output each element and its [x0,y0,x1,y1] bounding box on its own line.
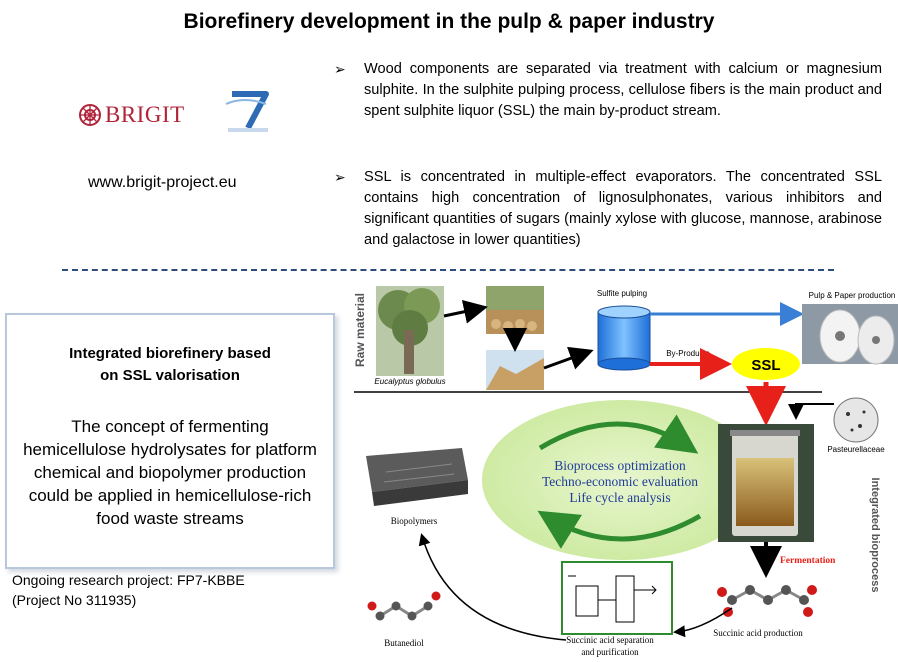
bullet-item: ➢ SSL is concentrated in multiple-effect… [334,167,882,251]
eucalyptus-label: Eucalyptus globulus [374,377,445,386]
sulfite-pulping-label: Sulfite pulping [597,289,647,298]
bullet-text: SSL is concentrated in multiple-effect e… [364,169,882,248]
wood-chips-image [486,350,544,390]
butanediol-label: Butanediol [384,638,424,648]
arrow-bullet-icon: ➢ [334,61,346,77]
oval-activities: Bioprocess optimization Techno-economic … [520,458,720,506]
logs-image [486,286,544,334]
concept-text-line: food waste streams [96,509,244,528]
bullet-item: ➢ Wood components are separated via trea… [334,59,882,122]
succinic-acid-molecule-icon [717,585,817,617]
page-title: Biorefinery development in the pulp & pa… [183,10,715,33]
concept-box: Integrated biorefinery based on SSL valo… [5,313,335,569]
concept-title-line: Integrated biorefinery based [69,345,271,362]
separation-flowchart-icon [568,575,657,623]
project-info-line: (Project No 311935) [12,592,137,608]
concept-text-line: hemicellulose hydrolysates for platform [23,440,317,459]
fp7-logo-icon [225,91,269,132]
pulping-reactor-icon [597,305,651,371]
bullet-text: Wood components are separated via treatm… [364,61,882,119]
microscope-image [833,397,879,443]
dashed-divider [62,269,834,271]
pasteurellaceae-label: Pasteurellaceae [827,445,885,454]
cycle-arrow-bottom [537,510,702,549]
separation-process-box [561,561,673,635]
arrow-chips-to-pulping [543,346,594,370]
arrow-to-separation [673,607,733,638]
concept-title-line: on SSL valorisation [100,367,240,384]
concept-description: The concept of fermenting hemicellulose … [7,415,333,530]
arrow-tree-to-logs [443,299,488,324]
project-info: Ongoing research project: FP7-KBBE (Proj… [12,570,245,610]
cycle-arrow-top [538,414,699,454]
arrow-to-biopolymers [418,533,567,641]
oval-text-line: Techno-economic evaluation [541,474,699,489]
biopolymer-panel-image [366,448,468,506]
bioreactor-image [718,424,814,542]
concept-text-line: could be applied in hemicellulose-rich [28,486,312,505]
pulp-paper-label: Pulp & Paper production [809,291,896,300]
butanediol-molecule-icon [367,591,441,621]
concept-title: Integrated biorefinery based on SSL valo… [7,343,333,387]
process-diagram: Raw material Eucalyptus globulus Sulfite… [353,286,898,657]
concept-text-line: The concept of fermenting [71,417,269,436]
project-info-line: Ongoing research project: FP7-KBBE [12,572,245,588]
by-products-label: By-Products [666,349,710,358]
separation-label-line2: and purification [581,647,639,657]
separation-label-line1: Succinic acid separation [566,635,654,645]
oval-text-line: Bioprocess optimization [554,458,686,473]
website-link[interactable]: www.brigit-project.eu [88,174,237,191]
oval-text-line: Life cycle analysis [569,490,671,505]
arrow-microbe-to-reactor [788,403,834,420]
ssl-label: SSL [751,357,780,374]
brigit-logo: BRIGIT [78,98,185,132]
raw-material-label: Raw material [353,293,367,367]
arrow-bullet-icon: ➢ [334,169,346,185]
brigit-emblem-icon [79,104,101,126]
integrated-bioprocess-label: Integrated bioprocess [869,478,881,593]
succinic-production-label: Succinic acid production [713,628,803,638]
biopolymers-label: Biopolymers [391,516,438,526]
paper-rolls-image [802,304,898,365]
eucalyptus-tree-image [376,286,444,376]
ssl-badge [732,348,800,380]
concept-text-line: chemical and biopolymer production [33,463,307,482]
fermentation-label: Fermentation [780,556,836,566]
brigit-logo-text: BRIGIT [105,102,185,127]
